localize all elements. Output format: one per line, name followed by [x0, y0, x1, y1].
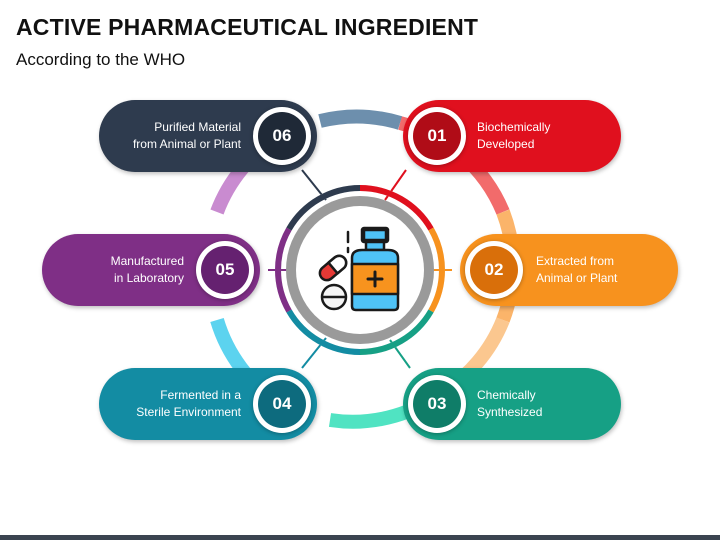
step-badge-03: 03 [408, 375, 466, 433]
step-number-03: 03 [413, 380, 461, 428]
step-badge-01: 01 [408, 107, 466, 165]
ring-segment-06 [318, 109, 403, 130]
step-number-06: 06 [258, 112, 306, 160]
step-number-01: 01 [413, 112, 461, 160]
page-subtitle: According to the WHO [16, 50, 186, 69]
step-number-02: 02 [470, 246, 518, 294]
step-number-05: 05 [201, 246, 249, 294]
step-badge-06: 06 [253, 107, 311, 165]
step-badge-02: 02 [465, 241, 523, 299]
page-title: ACTIVE PHARMACEUTICAL INGREDIENT [16, 14, 479, 40]
step-badge-04: 04 [253, 375, 311, 433]
step-badge-05: 05 [196, 241, 254, 299]
bottom-bar [0, 535, 720, 540]
step-number-04: 04 [258, 380, 306, 428]
medicine-bottle-pills-icon [318, 226, 400, 312]
